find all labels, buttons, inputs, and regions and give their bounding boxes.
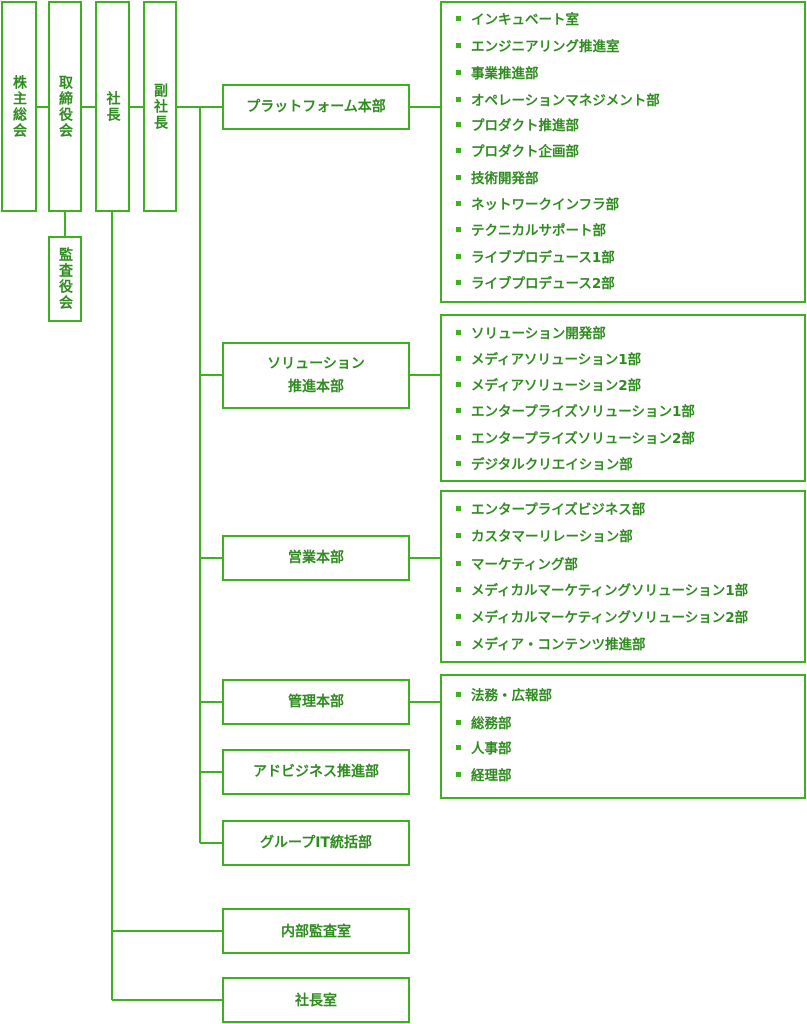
shareholders-box: 株主総会 bbox=[1, 1, 37, 212]
office-president-label: 社長室 bbox=[295, 993, 337, 1009]
unit-item: インキュベート室 bbox=[456, 10, 579, 30]
board-box: 取締役会 bbox=[48, 1, 82, 212]
office-internal-audit: 内部監査室 bbox=[222, 908, 410, 954]
dept-groupit: グループIT統括部 bbox=[222, 820, 410, 866]
shareholders-label: 株主総会 bbox=[11, 74, 27, 139]
unit-item: マーケティング部 bbox=[456, 555, 578, 575]
unit-item: メディア・コンテンツ推進部 bbox=[456, 635, 646, 655]
unit-item: オペレーションマネジメント部 bbox=[456, 91, 660, 111]
unit-item: 経理部 bbox=[456, 766, 512, 786]
platform-units: インキュベート室 エンジニアリング推進室 事業推進部 オペレーションマネジメント… bbox=[440, 1, 806, 303]
vice-president-label: 副社長 bbox=[152, 82, 168, 131]
unit-item: 技術開発部 bbox=[456, 169, 539, 189]
unit-item: メディカルマーケティングソリューション1部 bbox=[456, 581, 748, 601]
dept-adbiz: アドビジネス推進部 bbox=[222, 749, 410, 795]
dept-solution: ソリューション 推進本部 bbox=[222, 342, 410, 409]
vice-president-box: 副社長 bbox=[143, 1, 177, 212]
office-president: 社長室 bbox=[222, 977, 410, 1023]
unit-item: 総務部 bbox=[456, 714, 512, 734]
dept-groupit-label: グループIT統括部 bbox=[260, 834, 372, 851]
sales-units: エンタープライズビジネス部 カスタマーリレーション部 マーケティング部 メディカ… bbox=[440, 490, 806, 663]
unit-item: メディアソリューション1部 bbox=[456, 350, 641, 370]
dept-adbiz-label: アドビジネス推進部 bbox=[253, 763, 379, 780]
unit-item: デジタルクリエイション部 bbox=[456, 455, 633, 475]
unit-item: エンタープライズソリューション2部 bbox=[456, 429, 695, 449]
president-label: 社長 bbox=[104, 90, 121, 123]
unit-item: カスタマーリレーション部 bbox=[456, 527, 633, 547]
unit-item: エンタープライズビジネス部 bbox=[456, 500, 645, 520]
audit-board-label: 監査役会 bbox=[57, 247, 73, 311]
dept-sales-label: 営業本部 bbox=[288, 549, 344, 566]
unit-item: ライブプロデュース1部 bbox=[456, 248, 615, 268]
board-label: 取締役会 bbox=[57, 74, 73, 139]
unit-item: 法務・広報部 bbox=[456, 686, 552, 706]
president-box: 社長 bbox=[95, 1, 130, 212]
solution-units: ソリューション開発部 メディアソリューション1部 メディアソリューション2部 エ… bbox=[440, 314, 806, 482]
unit-item: 事業推進部 bbox=[456, 64, 539, 84]
office-internal-audit-label: 内部監査室 bbox=[281, 924, 351, 940]
dept-solution-label: ソリューション 推進本部 bbox=[267, 356, 365, 395]
dept-platform: プラットフォーム本部 bbox=[222, 84, 410, 130]
dept-admin-label: 管理本部 bbox=[288, 693, 344, 710]
unit-item: メディアソリューション2部 bbox=[456, 376, 641, 396]
unit-item: エンジニアリング推進室 bbox=[456, 37, 620, 57]
admin-units: 法務・広報部 総務部 人事部 経理部 bbox=[440, 674, 806, 799]
dept-sales: 営業本部 bbox=[222, 535, 410, 581]
dept-platform-label: プラットフォーム本部 bbox=[246, 98, 386, 115]
unit-item: プロダクト推進部 bbox=[456, 116, 579, 136]
unit-item: エンタープライズソリューション1部 bbox=[456, 402, 695, 422]
unit-item: ネットワークインフラ部 bbox=[456, 195, 619, 215]
unit-item: メディカルマーケティングソリューション2部 bbox=[456, 608, 748, 628]
audit-board-box: 監査役会 bbox=[48, 236, 82, 322]
unit-item: ライブプロデュース2部 bbox=[456, 274, 615, 294]
unit-item: ソリューション開発部 bbox=[456, 324, 606, 344]
unit-item: テクニカルサポート部 bbox=[456, 221, 606, 241]
dept-admin: 管理本部 bbox=[222, 679, 410, 725]
unit-item: プロダクト企画部 bbox=[456, 142, 579, 162]
unit-item: 人事部 bbox=[456, 739, 512, 759]
